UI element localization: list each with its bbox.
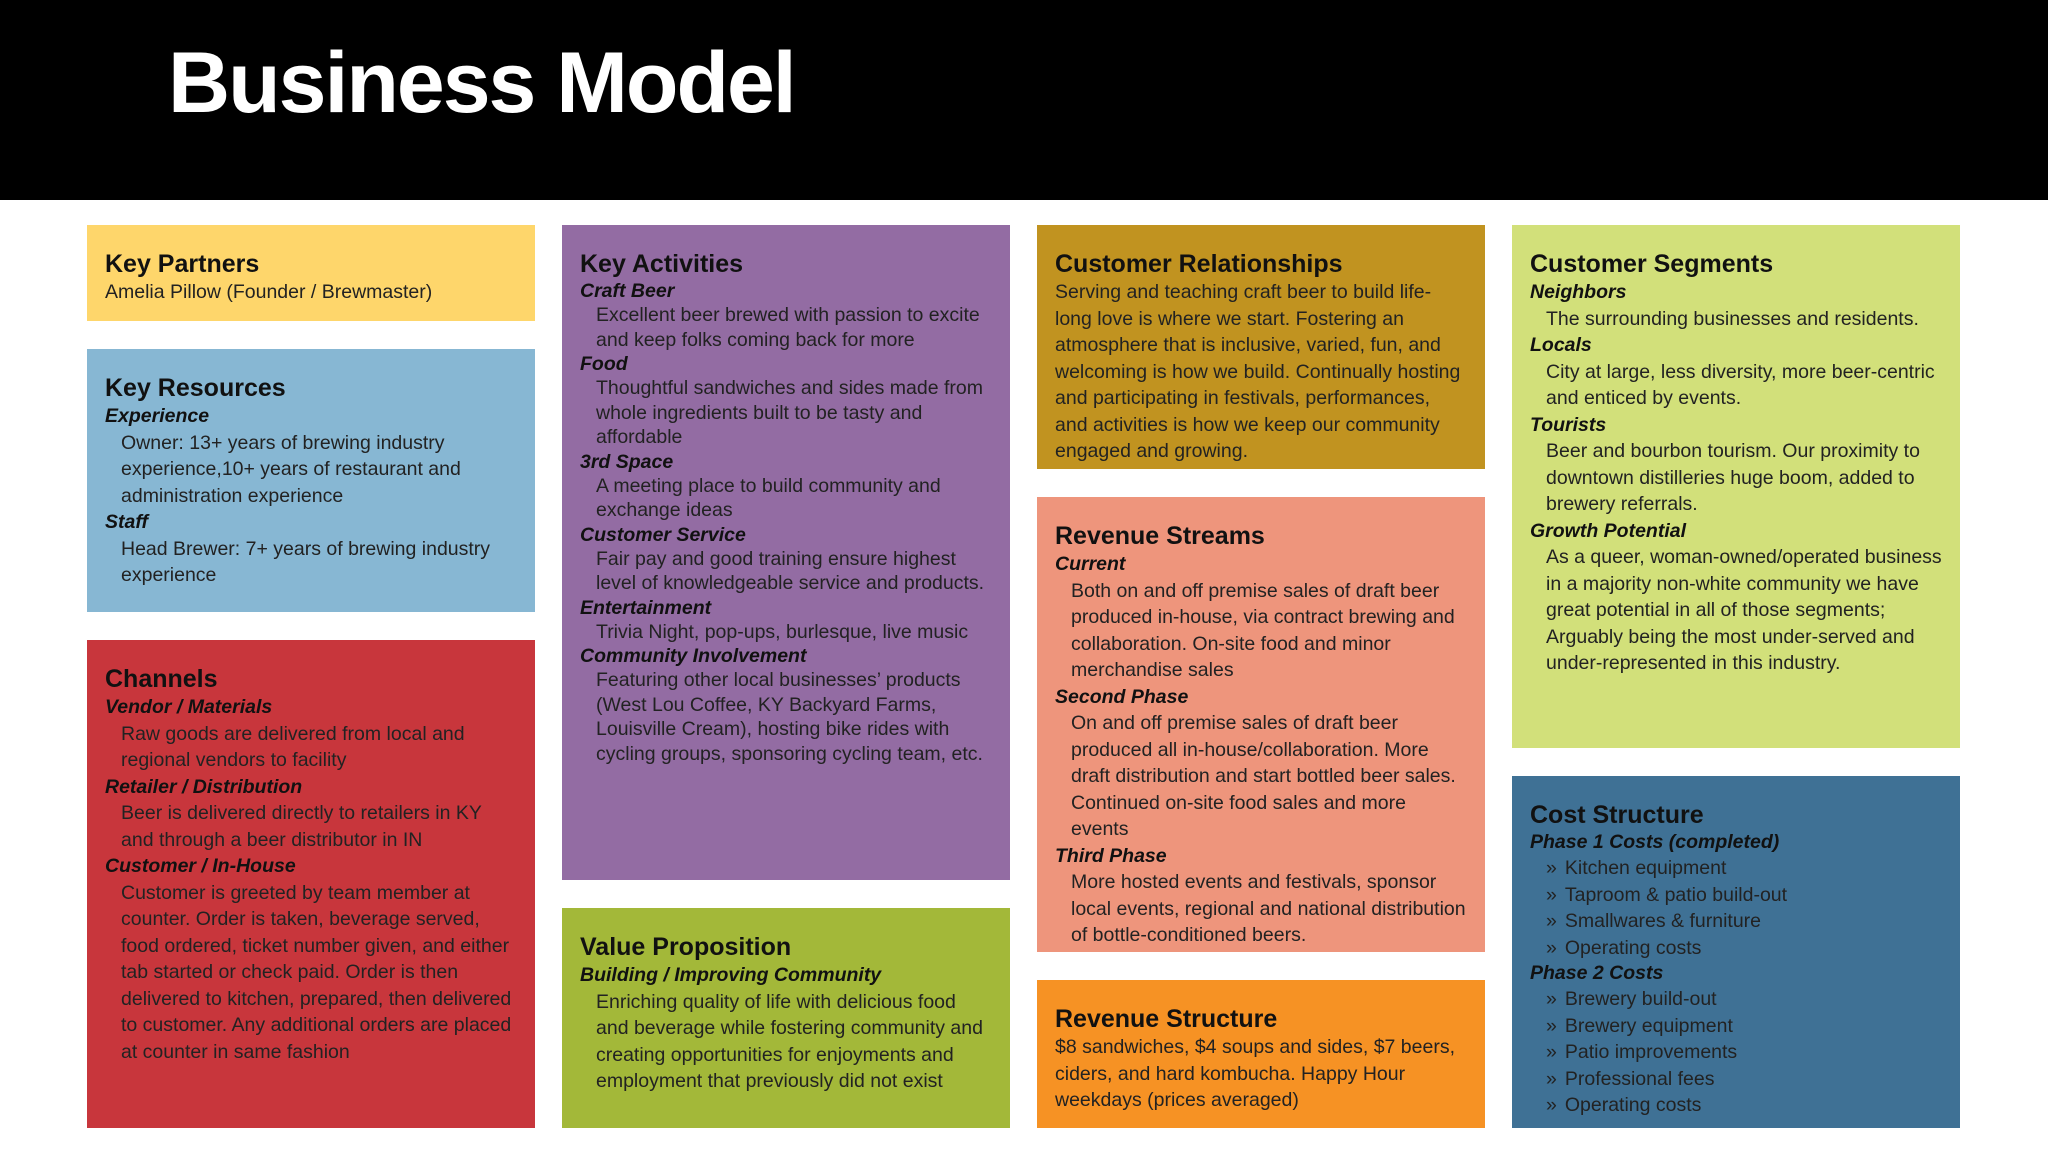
section-heading: Entertainment [580,596,712,619]
cost-item: »Operating costs [1546,1094,1702,1116]
section-text: The surrounding businesses and residents… [1546,307,1919,330]
card-title: Revenue Structure [1055,1005,1278,1033]
section-text: More hosted events and festivals, sponso… [1071,871,1466,946]
chevron-bullet-icon: » [1546,883,1557,906]
card-title: Customer Segments [1530,250,1774,278]
section-heading: Retailer / Distribution [105,775,303,798]
cost-item: »Operating costs [1546,936,1702,959]
card-title: Cost Structure [1530,801,1704,829]
card-title: Customer Relationships [1055,250,1343,278]
section-heading: Second Phase [1055,685,1189,708]
page-title: Business Model [168,35,797,131]
key-partners-card: Key Partners Amelia Pillow (Founder / Br… [87,225,535,321]
key-activities-card: Key Activities Craft Beer Excellent beer… [562,225,1010,880]
cost-item: »Professional fees [1546,1067,1715,1090]
section-text: A meeting place to build community and e… [596,474,941,522]
cost-item: »Brewery build-out [1546,988,1717,1010]
section-heading: Current [1055,553,1126,575]
section-heading: Third Phase [1055,844,1167,867]
section-heading: 3rd Space [580,450,674,473]
section-heading: Building / Improving Community [580,964,882,986]
section-text: Owner: 13+ years of brewing industry exp… [121,431,461,507]
section-text: As a queer, woman-owned/operated busines… [1546,546,1942,674]
revenue-structure-card: Revenue Structure $8 sandwiches, $4 soup… [1037,980,1485,1128]
card-title: Value Proposition [580,933,792,961]
section-heading: Food [580,353,628,375]
section-heading: Staff [105,511,148,533]
section-heading: Tourists [1530,413,1607,436]
section-heading: Experience [105,405,210,427]
section-text: Customer is greeted by team member at co… [121,881,512,1063]
card-text: Serving and teaching craft beer to build… [1055,281,1461,462]
section-text: Raw goods are delivered from local and r… [121,722,465,772]
section-text: City at large, less diversity, more beer… [1546,360,1935,410]
section-text: Trivia Night, pop-ups, burlesque, live m… [596,620,969,643]
section-text: Enriching quality of life with delicious… [596,990,983,1093]
cost-structure-card: Cost Structure Phase 1 Costs (completed)… [1512,776,1960,1128]
cost-item: »Kitchen equipment [1546,857,1727,879]
section-heading: Vendor / Materials [105,696,273,718]
section-text: Excellent beer brewed with passion to ex… [596,304,980,351]
chevron-bullet-icon: » [1546,1094,1557,1116]
section-text: Beer and bourbon tourism. Our proximity … [1546,440,1920,515]
section-heading: Craft Beer [580,280,675,302]
chevron-bullet-icon: » [1546,910,1557,932]
section-text: Thoughtful sandwiches and sides made fro… [596,377,983,448]
chevron-bullet-icon: » [1546,988,1557,1010]
section-heading: Neighbors [1530,281,1627,303]
chevron-bullet-icon: » [1546,1067,1557,1090]
section-text: Beer is delivered directly to retailers … [121,802,482,851]
chevron-bullet-icon: » [1546,1014,1557,1037]
section-heading: Community Involvement [580,645,807,667]
section-heading: Locals [1530,334,1592,356]
section-heading: Growth Potential [1530,519,1686,542]
card-title: Key Resources [105,374,286,402]
chevron-bullet-icon: » [1546,1041,1557,1063]
phase-heading: Phase 1 Costs (completed) [1530,831,1780,853]
key-resources-card: Key Resources Experience Owner: 13+ year… [87,349,535,612]
customer-segments-card: Customer Segments Neighbors The surround… [1512,225,1960,748]
phase-heading: Phase 2 Costs [1530,962,1664,984]
section-text: Fair pay and good training ensure highes… [596,547,985,595]
chevron-bullet-icon: » [1546,857,1557,879]
value-proposition-card: Value Proposition Building / Improving C… [562,908,1010,1128]
section-text: Head Brewer: 7+ years of brewing industr… [121,537,491,587]
chevron-bullet-icon: » [1546,936,1557,959]
header-bar: Business Model [0,0,2048,200]
card-title: Channels [105,665,218,693]
cost-item: »Patio improvements [1546,1041,1738,1063]
cost-item: »Smallwares & furniture [1546,910,1762,932]
customer-relationships-card: Customer Relationships Serving and teach… [1037,225,1485,469]
section-text: Featuring other local businesses’ produc… [596,669,983,765]
cost-item: »Brewery equipment [1546,1014,1733,1037]
section-text: On and off premise sales of draft beer p… [1071,712,1456,840]
cost-item: »Taproom & patio build-out [1546,883,1788,906]
card-title: Key Partners [105,250,260,278]
channels-card: Channels Vendor / Materials Raw goods ar… [87,640,535,1128]
section-heading: Customer Service [580,523,746,546]
section-text: Both on and off premise sales of draft b… [1071,579,1455,682]
card-text: Amelia Pillow (Founder / Brewmaster) [105,281,433,303]
section-heading: Customer / In-House [105,855,296,877]
revenue-streams-card: Revenue Streams Current Both on and off … [1037,497,1485,952]
card-title: Revenue Streams [1055,522,1265,550]
card-text: $8 sandwiches, $4 soups and sides, $7 be… [1055,1036,1456,1111]
card-title: Key Activities [580,250,744,278]
